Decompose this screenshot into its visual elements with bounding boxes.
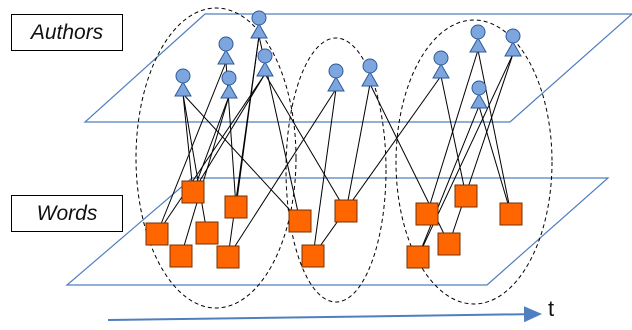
edge-a7-w8: [345, 83, 371, 212]
edge-a5-w8: [264, 73, 347, 212]
cluster-ellipse-2: [285, 37, 387, 303]
word-node-w2: [224, 195, 248, 219]
author-node-a8: [432, 50, 450, 79]
edge-a8-w9: [312, 75, 442, 257]
author-node-a7: [361, 58, 379, 87]
word-node-w10: [415, 202, 439, 226]
author-body: [327, 75, 345, 92]
authors-layer: [174, 10, 522, 109]
word-node-w5: [169, 244, 193, 268]
edge-a6-w9: [312, 88, 337, 257]
word-node-w8: [334, 199, 358, 223]
edge-a2-w3: [156, 61, 227, 235]
edges-layer: [156, 35, 514, 258]
word-node-w9: [301, 244, 325, 268]
author-node-a5: [256, 48, 274, 77]
author-node-a3: [220, 70, 238, 99]
author-body: [469, 36, 487, 53]
edge-a5-w1: [192, 73, 266, 193]
author-head: [505, 28, 521, 44]
edge-a10-w14: [417, 105, 480, 258]
author-head: [257, 48, 273, 64]
author-body: [361, 70, 379, 87]
word-node-w14: [406, 245, 430, 269]
word-node-w1: [181, 180, 205, 204]
author-body: [432, 62, 450, 79]
author-head: [221, 70, 237, 86]
time-axis-label: t: [548, 296, 555, 321]
words-label: Words: [11, 195, 123, 232]
word-node-w12: [499, 202, 523, 226]
time-axis-arrow: [107, 306, 542, 323]
author-body: [220, 82, 238, 99]
author-node-a6: [327, 63, 345, 92]
author-body: [250, 22, 268, 39]
edge-a3-w1: [192, 95, 230, 193]
words-layer: [145, 180, 523, 269]
author-head: [470, 24, 486, 40]
author-node-a10: [470, 80, 488, 109]
word-node-w6: [216, 245, 240, 269]
authors-label: Authors: [11, 14, 123, 51]
edge-a5-w3: [156, 73, 266, 235]
author-head: [471, 80, 487, 96]
author-body: [470, 92, 488, 109]
author-head: [218, 36, 234, 52]
author-head: [175, 68, 191, 84]
edge-a8-w11: [440, 75, 467, 197]
word-node-w13: [437, 232, 461, 256]
author-node-a9: [469, 24, 487, 53]
author-head: [251, 10, 267, 26]
edge-a11-w13: [448, 53, 514, 245]
words-plane: [65, 177, 610, 286]
edge-a9-w10: [426, 49, 479, 215]
word-node-w3: [145, 222, 169, 246]
author-node-a11: [504, 28, 522, 57]
author-body: [504, 40, 522, 57]
cluster-ellipse-1: [135, 7, 297, 309]
cluster-ellipse-3: [395, 19, 553, 305]
author-body: [174, 80, 192, 97]
edge-a6-w6: [227, 88, 337, 258]
edge-a1-w1: [182, 93, 194, 193]
edge-a9-w12: [477, 49, 512, 215]
author-node-a4: [250, 10, 268, 39]
author-head: [433, 50, 449, 66]
word-node-w11: [454, 184, 478, 208]
author-head: [328, 63, 344, 79]
author-node-a2: [217, 36, 235, 65]
author-body: [256, 60, 274, 77]
edge-a10-w12: [478, 105, 512, 215]
author-head: [362, 58, 378, 74]
edge-a3-w5: [180, 95, 230, 257]
author-node-a1: [174, 68, 192, 97]
edge-a1-w4: [182, 93, 208, 234]
word-node-w7: [288, 209, 312, 233]
authors-plane: [83, 13, 632, 123]
author-body: [217, 48, 235, 65]
word-node-w4: [195, 221, 219, 245]
edge-a4-w6: [227, 35, 260, 258]
